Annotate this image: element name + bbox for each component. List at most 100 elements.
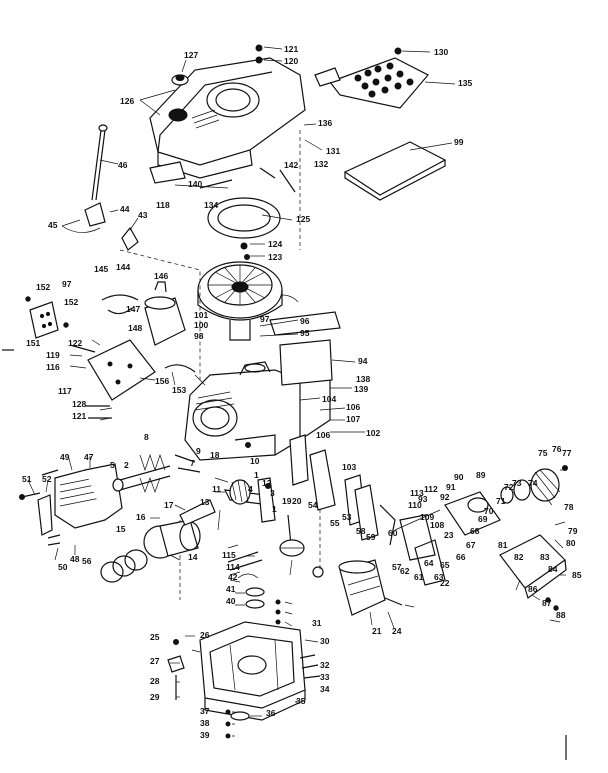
callout-label: 28 — [150, 676, 160, 686]
callout-label: 66 — [456, 552, 466, 562]
callout-label: 108 — [430, 520, 444, 530]
callout-label: 121 — [72, 411, 86, 421]
callout-label: 103 — [342, 462, 356, 472]
callout-label: 14 — [188, 552, 198, 562]
callout-label: 99 — [454, 137, 464, 147]
callout-label: 90 — [454, 472, 464, 482]
callout-label: 112 — [424, 484, 438, 494]
cam-gear — [279, 514, 305, 557]
callout-label: 53 — [342, 512, 352, 522]
callout-label: 89 — [476, 470, 486, 480]
callout-label: 70 — [484, 506, 494, 516]
piston-rings — [100, 549, 148, 583]
cylinder-block — [184, 361, 331, 461]
callout-label: 33 — [320, 672, 330, 682]
callout-label: 153 — [172, 385, 186, 395]
rotating-screen — [314, 57, 429, 109]
callout-label: 148 — [128, 323, 142, 333]
callout-label: 72 — [504, 482, 514, 492]
callout-label: 30 — [320, 636, 330, 646]
callout-label: 138 — [356, 374, 370, 384]
callout-label: 120 — [284, 56, 298, 66]
callout-label: 39 — [200, 730, 210, 740]
callout-label: 94 — [358, 356, 368, 366]
callout-label: 152 — [64, 297, 78, 307]
callout-label: 84 — [548, 564, 558, 574]
baffle — [269, 311, 341, 386]
callout-label: 23 — [444, 530, 454, 540]
flywheel-ring — [207, 197, 281, 260]
callout-label: 91 — [446, 482, 456, 492]
callout-label: 41 — [226, 584, 236, 594]
callout-label: 131 — [326, 146, 340, 156]
piston — [143, 519, 201, 559]
lower-small-parts — [227, 551, 281, 625]
callout-label: 127 — [184, 50, 198, 60]
callout-label: 95 — [300, 328, 310, 338]
callout-label: 17 — [164, 500, 174, 510]
callout-label: 58 — [356, 526, 366, 536]
callout-label: 43 — [138, 210, 148, 220]
callout-label: 64 — [424, 558, 434, 568]
callout-label: 55 — [330, 518, 340, 528]
sump-fasteners — [167, 639, 231, 739]
callout-label: 60 — [388, 528, 398, 538]
callout-label: 106 — [316, 430, 330, 440]
callout-label: 113 — [410, 488, 424, 498]
knob — [171, 74, 189, 86]
callout-label: 88 — [556, 610, 566, 620]
callout-label: 96 — [300, 316, 310, 326]
callout-label: 63 — [434, 572, 444, 582]
callout-label: 61 — [414, 572, 424, 582]
callout-label: 101 — [194, 310, 208, 320]
callout-label: 151 — [26, 338, 40, 348]
callout-label: 79 — [568, 526, 578, 536]
callout-label: 75 — [538, 448, 548, 458]
callout-label: 7 — [190, 458, 195, 468]
callout-label: 83 — [540, 552, 550, 562]
callout-label: 122 — [68, 338, 82, 348]
callout-label: 47 — [84, 452, 94, 462]
callout-label: 34 — [320, 684, 330, 694]
callout-label: 130 — [434, 47, 448, 57]
callout-label: 21 — [372, 626, 382, 636]
callout-label: 5 — [110, 460, 115, 470]
callout-label: 114 — [226, 562, 240, 572]
callout-label: 80 — [566, 538, 576, 548]
callout-label: 8 — [144, 432, 149, 442]
callout-label: 77 — [562, 448, 572, 458]
callout-label: 124 — [268, 239, 282, 249]
callout-label: 128 — [72, 399, 86, 409]
callout-label: 42 — [228, 572, 238, 582]
callout-label: 56 — [82, 556, 92, 566]
callout-label: 59 — [366, 532, 376, 542]
callout-label: 20 — [292, 496, 302, 506]
callout-label: 132 — [314, 159, 328, 169]
callout-label: 121 — [284, 44, 298, 54]
muffler — [338, 559, 403, 616]
callout-label: 146 — [154, 271, 168, 281]
carburetor — [379, 491, 501, 586]
callout-label: 68 — [470, 526, 480, 536]
callout-label: 116 — [46, 362, 60, 372]
callout-label: 93 — [418, 494, 428, 504]
callout-label: 110 — [408, 500, 422, 510]
callout-label: 104 — [322, 394, 336, 404]
callout-label: 125 — [296, 214, 310, 224]
callout-label: 54 — [308, 500, 318, 510]
leader-lines — [27, 46, 566, 737]
callout-label: 49 — [60, 452, 70, 462]
air-cleaner-cover — [499, 534, 567, 611]
callout-labels: 1271261211201301351361311324699142140118… — [22, 44, 582, 740]
callout-label: 119 — [46, 350, 60, 360]
electric-starter — [101, 281, 186, 346]
callout-label: 76 — [552, 444, 562, 454]
callout-label: 97 — [260, 314, 270, 324]
callout-label: 4 — [248, 484, 253, 494]
callout-label: 86 — [528, 584, 538, 594]
callout-label: 134 — [204, 200, 218, 210]
callout-label: 36 — [266, 708, 276, 718]
valve-springs — [112, 453, 201, 494]
callout-label: 117 — [58, 386, 72, 396]
